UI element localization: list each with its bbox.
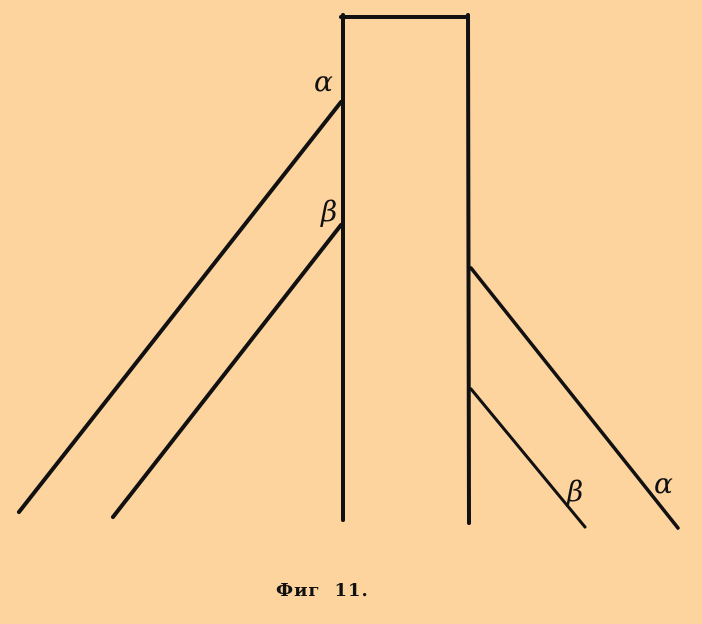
right-ray-a — [469, 266, 680, 530]
right-ray-b — [469, 387, 587, 529]
label-right-a: α — [654, 467, 673, 500]
left-ray-a — [17, 100, 343, 514]
label-right-b: β — [567, 475, 584, 508]
label-left-a: α — [314, 65, 333, 98]
caption-number: 11. — [334, 580, 369, 601]
label-left-b: β — [321, 195, 338, 228]
figure-caption: Фиг 11. — [276, 580, 369, 601]
left-ray-b — [111, 223, 343, 519]
caption-prefix: Фиг — [276, 580, 321, 601]
column-right-edge — [466, 13, 471, 525]
